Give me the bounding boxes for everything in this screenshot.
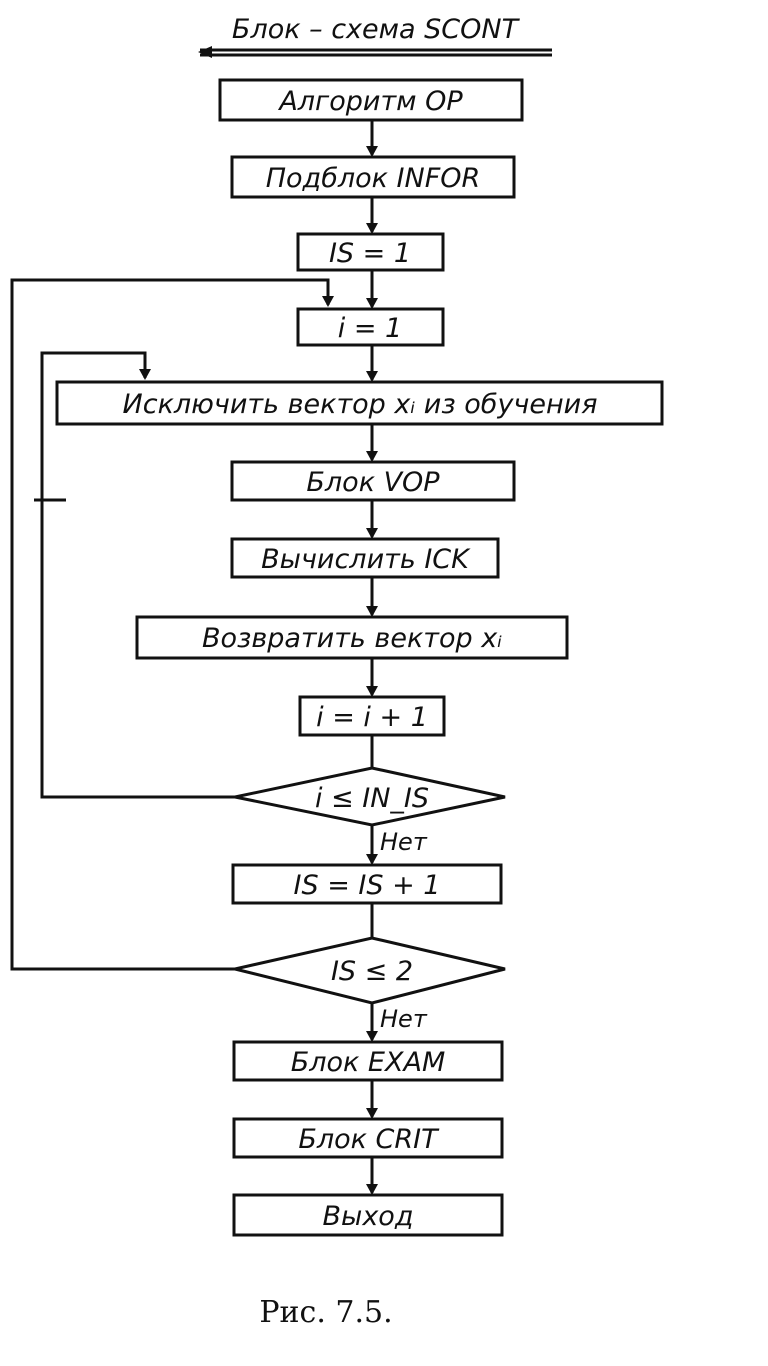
title-underline-arrow <box>198 46 212 58</box>
edge-label-no-1: Нет <box>380 828 428 856</box>
node-label-op: Алгоритм ОР <box>277 86 463 117</box>
node-label-exam: Блок EXAM <box>291 1047 446 1078</box>
loop-is-connector <box>10 278 334 971</box>
node-label-infor: Подблок INFOR <box>266 163 481 194</box>
node-box-infor <box>230 155 516 199</box>
edge-label-no-2: Нет <box>380 1005 428 1033</box>
node-label-vop: Блок VOP <box>306 467 440 498</box>
node-box-ick <box>230 537 500 579</box>
node-box-inc-is <box>231 863 503 905</box>
node-box-crit <box>232 1117 504 1159</box>
node-label-exclude: Исключить вектор xᵢ из обучения <box>123 389 598 420</box>
node-box-exclude <box>55 380 664 426</box>
decision-label-cond-is: IS ≤ 2 <box>331 956 413 987</box>
node-box-exam <box>232 1040 504 1082</box>
node-label-inc-is: IS = IS + 1 <box>294 870 441 901</box>
node-label-exit: Выход <box>322 1201 413 1232</box>
node-label-crit: Блок CRIT <box>298 1124 440 1155</box>
node-box-i1 <box>296 307 445 347</box>
main-connectors <box>366 120 378 1195</box>
loop-i-connector <box>40 351 235 799</box>
node-label-is1: IS = 1 <box>329 238 411 269</box>
node-label-i1: i = 1 <box>338 313 402 344</box>
diagram-title: Блок – схема SCONT <box>232 14 521 45</box>
node-box-vop <box>230 460 516 502</box>
node-box-restore <box>135 615 569 660</box>
node-label-ick: Вычислить ICK <box>261 544 471 575</box>
node-box-is1 <box>296 232 445 272</box>
node-box-op <box>218 78 524 122</box>
figure-caption: Рис. 7.5. <box>259 1295 392 1330</box>
node-box-inc-i <box>298 695 446 737</box>
decision-cond-i <box>234 766 506 827</box>
node-label-restore: Возвратить вектор xᵢ <box>202 623 502 654</box>
node-box-exit <box>232 1193 504 1237</box>
decision-label-cond-i: i ≤ IN_IS <box>315 783 429 814</box>
node-label-inc-i: i = i + 1 <box>316 702 428 733</box>
decision-cond-is <box>234 936 506 1005</box>
